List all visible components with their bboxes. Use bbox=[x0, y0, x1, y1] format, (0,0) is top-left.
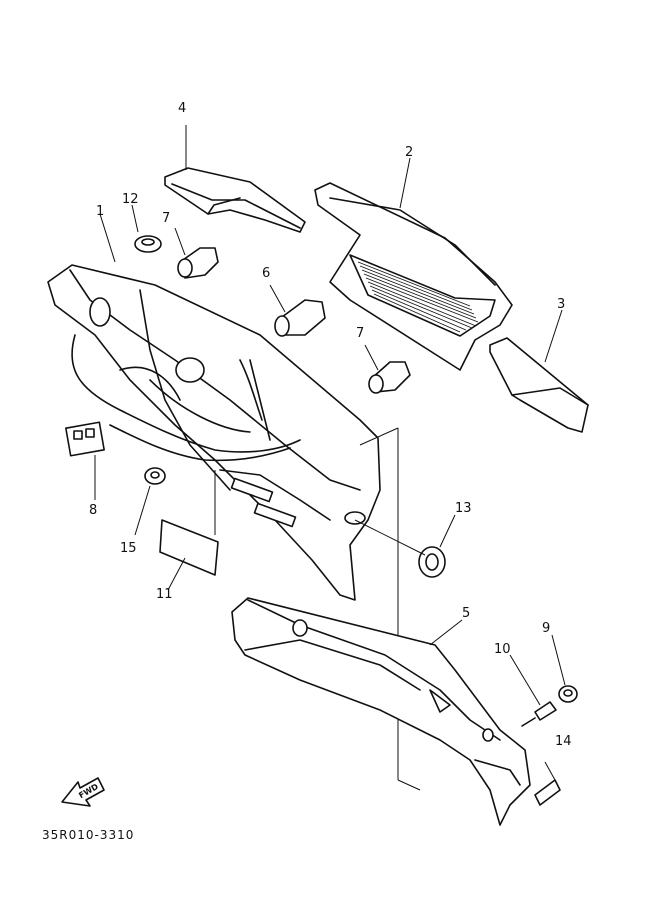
callout-2: 2 bbox=[405, 145, 413, 160]
part-12-grommet bbox=[131, 204, 162, 253]
callout-7-lower: 7 bbox=[356, 326, 364, 341]
part-15-nut bbox=[134, 467, 166, 536]
part-3-side-lens bbox=[489, 309, 589, 433]
callout-1: 1 bbox=[96, 204, 104, 219]
callout-4: 4 bbox=[178, 101, 186, 116]
part-4-top-cover bbox=[164, 125, 306, 233]
callout-6: 6 bbox=[262, 266, 270, 281]
callout-13: 13 bbox=[455, 501, 472, 516]
callout-8: 8 bbox=[89, 503, 97, 518]
part-5-lower-cover bbox=[231, 597, 531, 826]
callout-11: 11 bbox=[156, 587, 173, 602]
callout-3: 3 bbox=[557, 297, 565, 312]
part-13-grommet bbox=[418, 514, 456, 578]
part-7-bulb-upper bbox=[174, 227, 219, 279]
callout-12: 12 bbox=[122, 192, 139, 207]
callout-15: 15 bbox=[120, 541, 137, 556]
wiring-harness bbox=[71, 334, 301, 462]
fwd-arrow-icon: FWD bbox=[61, 777, 105, 807]
lens-ribs bbox=[357, 261, 479, 333]
part-11-pad bbox=[159, 519, 219, 591]
part-10-screw bbox=[509, 654, 557, 727]
part-14-tab bbox=[534, 761, 561, 806]
callout-9: 9 bbox=[542, 621, 550, 636]
callout-7-upper: 7 bbox=[162, 211, 170, 226]
callout-10: 10 bbox=[494, 642, 511, 657]
part-8-connector bbox=[65, 421, 105, 500]
part-2-light-housing bbox=[314, 157, 513, 371]
part-9-nut bbox=[551, 634, 578, 703]
drawing-code: 35R010-3310 bbox=[42, 828, 134, 842]
callout-14: 14 bbox=[555, 734, 572, 749]
part-6-socket bbox=[269, 284, 326, 337]
assembly-guide-lines bbox=[214, 427, 426, 791]
callout-5: 5 bbox=[462, 606, 470, 621]
part-7-bulb-lower bbox=[364, 344, 411, 394]
